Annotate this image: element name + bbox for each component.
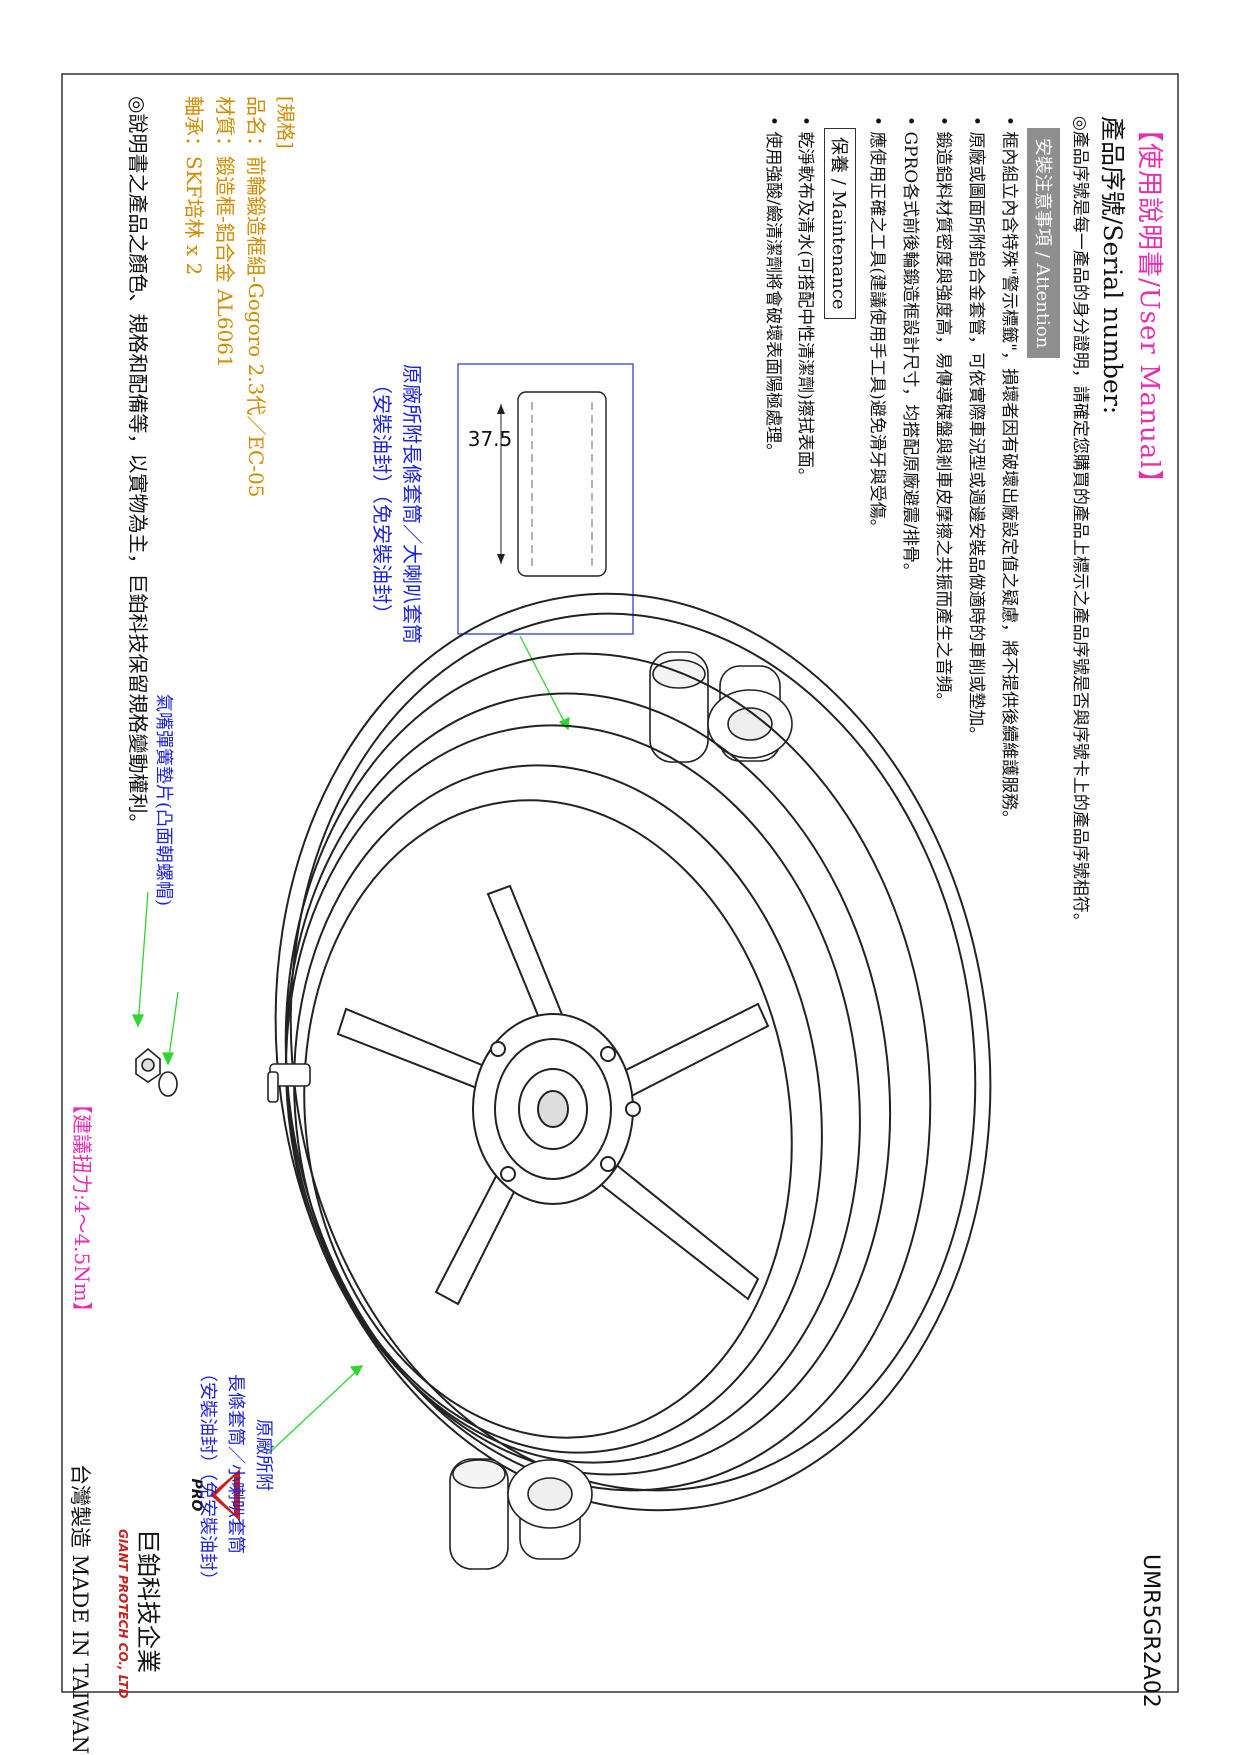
landscape-stage: 【使用說明書/User Manual】 產品序號/Serial number: … [65,74,1178,1754]
sleeve-bottom [449,1458,509,1570]
wheel-rim [274,592,992,1512]
wheel-drawing: 37.5 [131,363,992,1570]
long-sleeve-callout-line2: （安裝油封）（免安裝油封） [370,374,394,624]
flange-sleeve-bottom [507,1459,593,1560]
made-in-taiwan: 台灣製造 MADE IN TAIWAN [68,1464,92,1754]
sleeve-top [649,651,709,763]
valve-stem [267,1063,311,1103]
valve-nut [135,1047,178,1097]
company-name-zh: 巨鉑科技企業 [134,1529,162,1673]
dimension-label: 37.5 [468,427,513,451]
small-sleeve-callout-line2: 長條套筒／小喇叭套筒 [225,1374,246,1554]
brand-logo: PRO [188,1469,240,1521]
wheel-spokes [336,884,770,1306]
company-name-en: GIANT PROTECH CO., LTD [116,1529,130,1699]
small-sleeve-callout-line3: （安裝油封）（免安裝油封） [197,1364,218,1589]
torque-callout: 【建議扭力:4～4.5Nm】 [70,1094,94,1322]
small-sleeve-callout-line1: 原廠所附 [253,1419,274,1491]
sleeve-dimension-box [457,363,634,635]
flange-sleeve-top [707,665,793,762]
wheel-hub [472,1013,641,1205]
logo-text: PRO [188,1479,204,1512]
long-sleeve-callout-line1: 原廠所附長條套筒／大喇叭套筒 [400,364,424,644]
nut-washer-callout: 氣嘴彈簧墊片(凸面朝螺帽) [153,694,174,907]
document-code: UMR5GR2A02 [1138,1554,1163,1708]
